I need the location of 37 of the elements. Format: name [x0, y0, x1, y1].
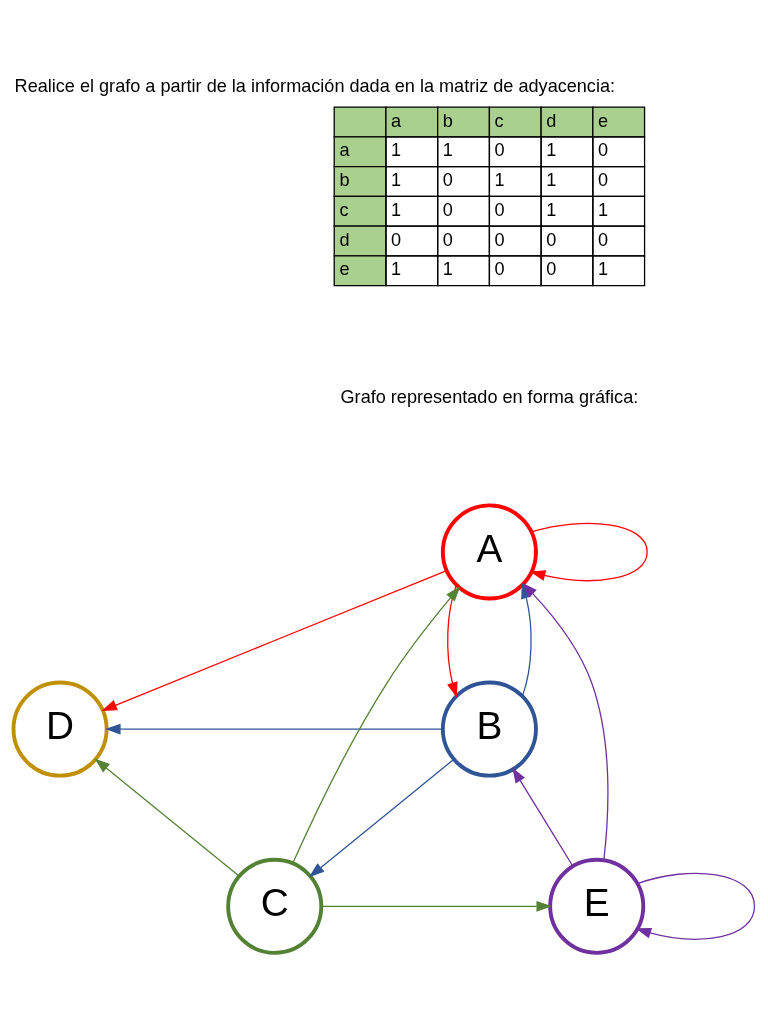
label: 0	[598, 139, 609, 160]
label: c	[494, 110, 504, 131]
label: Grafo representado en forma gráfica:	[340, 386, 639, 407]
label: 0	[494, 139, 505, 160]
label: a	[339, 139, 350, 160]
label: 0	[546, 258, 557, 279]
label: 1	[442, 258, 453, 279]
label: d	[546, 110, 557, 131]
label: 1	[494, 169, 505, 190]
label: 0	[598, 229, 609, 250]
label: 1	[391, 258, 402, 279]
label: 0	[442, 169, 453, 190]
label: 0	[442, 199, 453, 220]
label: 0	[494, 199, 505, 220]
label: c	[339, 199, 349, 220]
diagram-title: Realice el grafo a partir de la información dada en la matriz de adyacencia:	[14, 75, 616, 96]
label: 1	[546, 169, 557, 190]
label: 1	[598, 258, 609, 279]
label: 0	[598, 169, 609, 190]
label: 0	[546, 229, 557, 250]
label: a	[391, 110, 402, 131]
label: 1	[546, 139, 557, 160]
label: 0	[494, 258, 505, 279]
label: e	[598, 110, 609, 131]
label: 0	[494, 229, 505, 250]
label: 1	[391, 169, 402, 190]
label: 0	[442, 229, 453, 250]
label: b	[442, 110, 453, 131]
label: 1	[391, 199, 402, 220]
label: e	[339, 258, 350, 279]
label: 1	[598, 199, 609, 220]
label: b	[339, 169, 350, 190]
label: d	[339, 229, 350, 250]
label: 1	[391, 139, 402, 160]
label: 1	[442, 139, 453, 160]
label: 1	[546, 199, 557, 220]
label: 0	[391, 229, 402, 250]
